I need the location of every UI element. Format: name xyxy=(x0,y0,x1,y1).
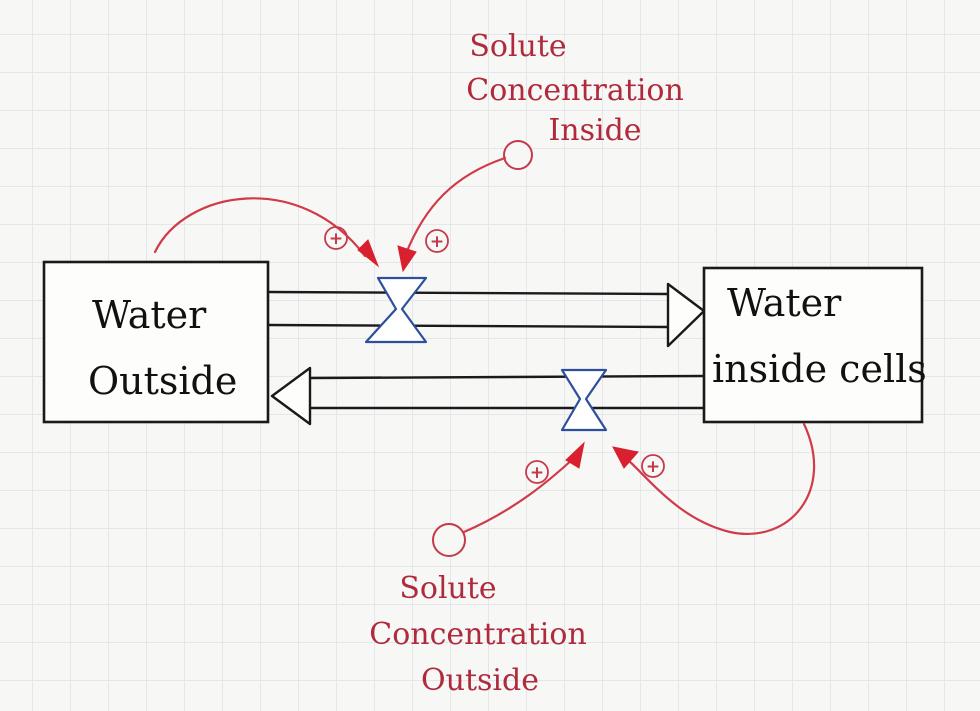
link-solute-inside-to-inflow xyxy=(403,156,507,258)
stock-water-outside-label-line2: Outside xyxy=(88,359,237,403)
polarity-sign: + xyxy=(646,457,660,477)
label-line: Solute xyxy=(469,29,566,64)
polarity-ring xyxy=(425,229,449,253)
valve-inflow[interactable] xyxy=(364,276,428,344)
polarity-sign: + xyxy=(430,232,444,252)
converter-solute-outside[interactable] xyxy=(432,523,466,557)
valve-outflow[interactable] xyxy=(560,368,608,432)
label-solute-concentration-inside: Solute Concentration Inside xyxy=(466,29,684,148)
flow-inward-arrowhead xyxy=(666,282,706,348)
link-water-outside-arrowhead-icon xyxy=(357,239,380,268)
stock-water-inside-cells[interactable]: Water inside cells xyxy=(702,266,927,424)
link-solute-outside-arrowhead-icon xyxy=(565,441,585,469)
converter-solute-inside[interactable] xyxy=(503,140,533,170)
label-solute-concentration-outside: Solute Concentration Outside xyxy=(369,571,587,698)
polarity-ring xyxy=(641,454,665,478)
flow-outward-arrowhead xyxy=(270,366,312,426)
polarity-water-outside-inflow: + xyxy=(324,226,348,250)
label-line: Solute xyxy=(399,571,496,606)
flow-pipe-inward-top xyxy=(266,290,670,296)
link-solute-inside-arrowhead-icon xyxy=(397,245,417,273)
stock-water-inside-label-line2: inside cells xyxy=(712,347,927,391)
polarity-ring xyxy=(525,460,549,484)
polarity-sign: + xyxy=(329,229,343,249)
polarity-water-inside-outflow: + xyxy=(641,454,665,478)
label-line: Inside xyxy=(548,113,641,148)
polarity-sign: + xyxy=(530,463,544,483)
label-line: Concentration xyxy=(466,73,684,108)
flow-pipe-outward-top xyxy=(308,374,706,380)
stock-water-outside-box xyxy=(42,260,270,424)
stock-water-outside[interactable]: Water Outside xyxy=(42,260,270,424)
stock-water-outside-label-line1: Water xyxy=(92,293,207,337)
stock-water-inside-label-line1: Water xyxy=(727,281,842,325)
stock-water-inside-box xyxy=(702,266,924,424)
link-solute-outside-to-outflow xyxy=(462,456,576,534)
flow-pipe-inward[interactable] xyxy=(266,282,706,348)
label-line: Concentration xyxy=(369,617,587,652)
polarity-solute-outside-outflow: + xyxy=(525,460,549,484)
polarity-solute-inside-inflow: + xyxy=(425,229,449,253)
link-water-inside-arrowhead-icon xyxy=(612,446,639,469)
label-line: Outside xyxy=(421,663,539,698)
link-water-inside-to-outflow xyxy=(626,422,816,535)
valve-inflow-hourglass-icon xyxy=(364,276,428,344)
valve-outflow-hourglass-icon xyxy=(560,368,608,432)
flow-pipe-inward-bottom xyxy=(266,323,670,329)
flow-pipe-outward[interactable] xyxy=(270,366,706,426)
polarity-ring xyxy=(324,226,348,250)
